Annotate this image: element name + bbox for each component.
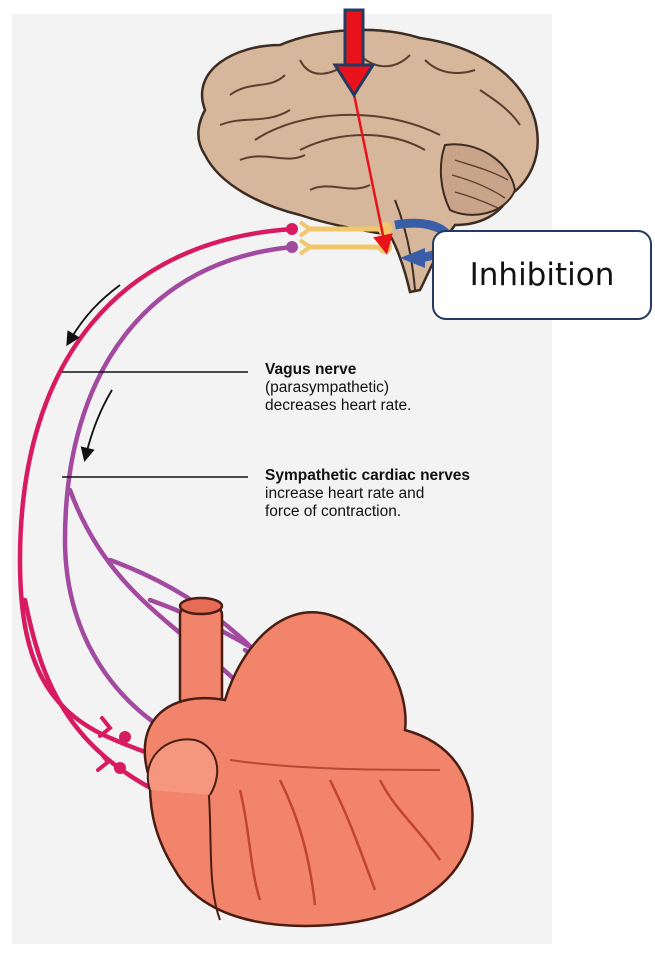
inhibition-label: Inhibition (470, 257, 615, 293)
vagus-nerve-label: Vagus nerve (parasympathetic) decreases … (265, 361, 411, 415)
inhibition-callout: Inhibition (432, 230, 652, 320)
flow-arrow-icon (70, 285, 120, 340)
vagus-nerve-title: Vagus nerve (265, 361, 411, 379)
sympathetic-nerves-desc-1: increase heart rate and (265, 485, 470, 503)
sympathetic-nerves-title: Sympathetic cardiac nerves (265, 467, 470, 485)
neuron-cells (300, 222, 392, 254)
sympathetic-nerves-label: Sympathetic cardiac nerves increase hear… (265, 467, 470, 521)
vagus-nerve-desc-1: (parasympathetic) (265, 379, 411, 397)
sympathetic-nerves-desc-2: force of contraction. (265, 503, 470, 521)
heart-illustration (145, 598, 473, 926)
vagus-nerve-desc-2: decreases heart rate. (265, 397, 411, 415)
